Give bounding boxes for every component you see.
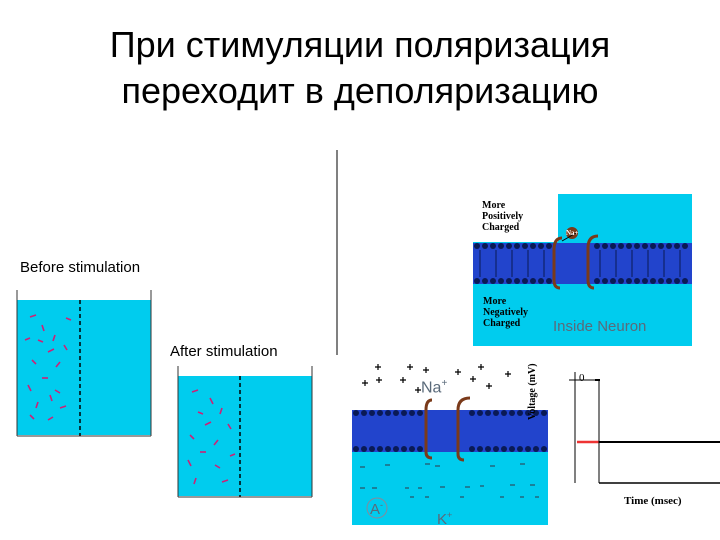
voltage-graph: [569, 372, 720, 484]
channel-left-top: [552, 236, 563, 290]
channel-right-bottom: [456, 396, 471, 462]
after-ions: [187, 389, 236, 485]
slide-title: При стимуляции поляризация переходит в д…: [0, 22, 720, 114]
before-beaker: [16, 290, 152, 437]
before-ions: [24, 314, 72, 421]
title-line-1: При стимуляции поляризация: [109, 24, 611, 65]
more-negative-label: More Negatively Charged: [483, 296, 528, 329]
inside-neuron-label: Inside Neuron: [553, 318, 647, 335]
x-axis-label: Time (msec): [624, 495, 682, 507]
na-channel-label: Na+: [566, 229, 579, 237]
na-ion-icon: [566, 227, 578, 239]
channel-right-top: [586, 234, 599, 290]
k-ion-label: K+: [437, 510, 453, 528]
plus-charges: [362, 364, 511, 393]
after-stimulation-label: After stimulation: [170, 343, 278, 360]
more-positive-label: More Positively Charged: [482, 200, 524, 233]
before-stimulation-label: Before stimulation: [20, 259, 141, 276]
na-ion-label: Na+: [421, 378, 448, 397]
channel-left-bottom: [424, 398, 433, 460]
zero-tick-label: 0: [579, 372, 585, 384]
a-ion-circle: [366, 497, 388, 519]
membrane-panel-top: [473, 194, 692, 346]
title-line-2: переходит в деполяризацию: [121, 70, 599, 111]
membrane-panel-bottom: [352, 355, 548, 525]
y-axis-label: Voltage (mV): [527, 363, 538, 420]
minus-charges: [360, 463, 539, 498]
membrane-heads-top: [474, 243, 688, 284]
after-beaker: [177, 366, 313, 498]
a-ion-label: A-: [370, 500, 384, 518]
